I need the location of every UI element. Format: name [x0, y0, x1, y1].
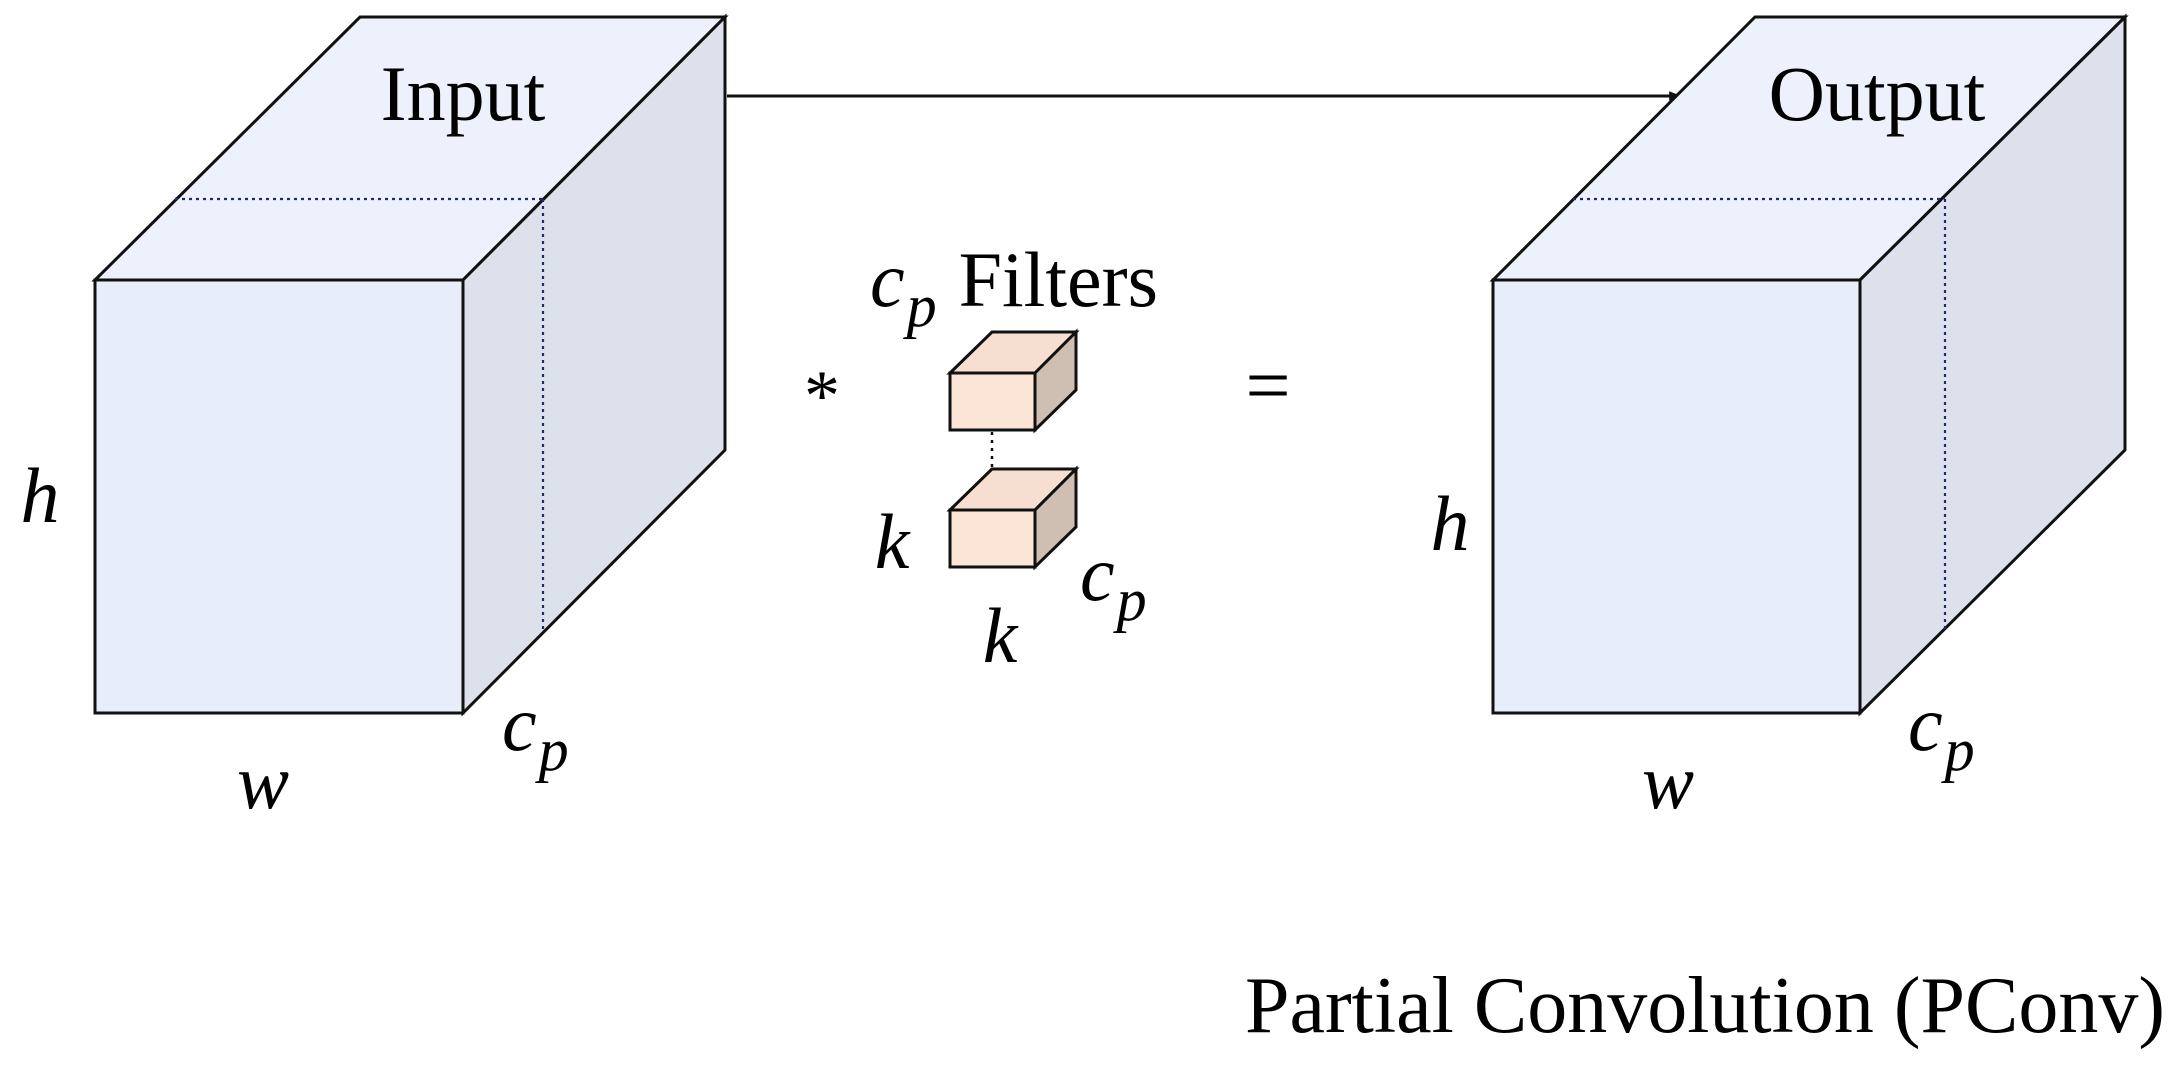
output-channels-label: cp: [1908, 680, 1975, 783]
output-label: Output: [1769, 50, 1986, 137]
input-width-label: w: [237, 738, 289, 825]
output-tensor-side-face: [1858, 13, 2127, 717]
input-tensor: Input h w cp: [21, 13, 729, 825]
input-tensor-side-face: [461, 13, 727, 717]
filter-lower: [946, 465, 1080, 571]
filter-lower-front-face: [948, 508, 1037, 569]
output-width-label: w: [1642, 738, 1694, 825]
kernel-width-label: k: [983, 592, 1019, 679]
input-label: Input: [381, 50, 546, 137]
convolution-operator: *: [804, 356, 840, 436]
equals-operator: =: [1245, 342, 1290, 430]
diagram-caption: Partial Convolution (PConv): [1245, 962, 2165, 1050]
input-channels-label: cp: [502, 680, 569, 783]
input-height-label: h: [21, 452, 60, 539]
filter-upper: [946, 328, 1080, 434]
output-tensor-front-face: [1491, 278, 1862, 715]
filter-lower-side-face: [1033, 465, 1078, 571]
filter-channels-label: cp: [1080, 530, 1147, 633]
kernel-height-label: k: [875, 498, 911, 585]
output-height-label: h: [1431, 480, 1470, 567]
input-tensor-front-face: [93, 278, 465, 715]
filter-upper-side-face: [1033, 328, 1078, 434]
filter-upper-front-face: [948, 371, 1037, 432]
output-tensor: Output h w cp: [1431, 13, 2129, 825]
